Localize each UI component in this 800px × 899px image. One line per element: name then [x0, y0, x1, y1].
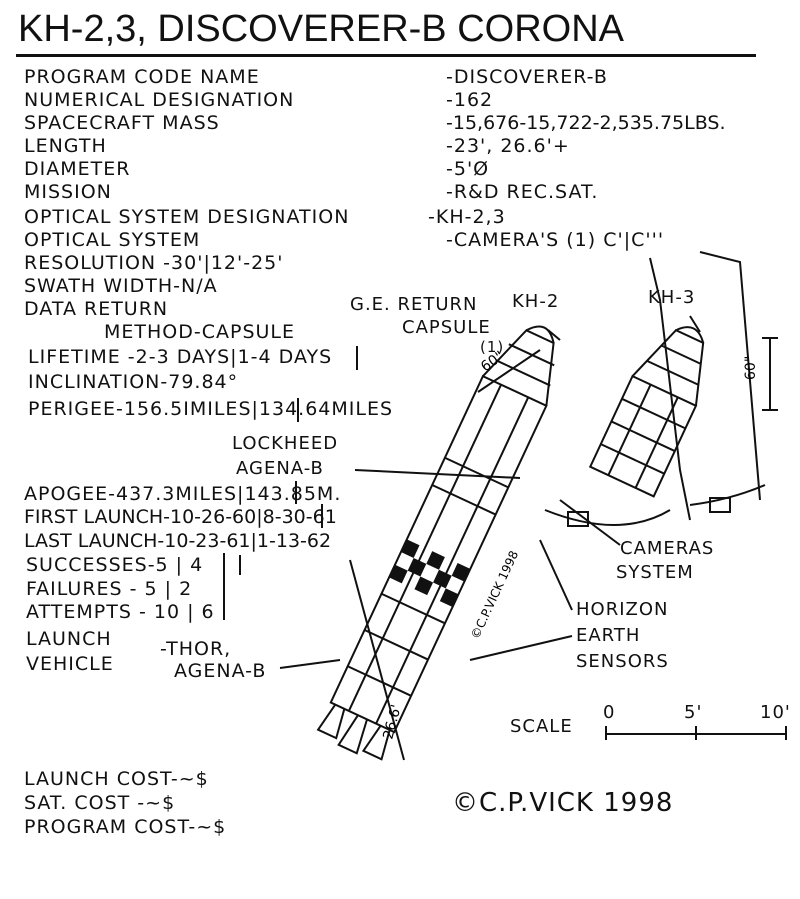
kh3-nose: [631, 329, 705, 406]
camera-c-prime: [567, 511, 589, 527]
title-underline: [16, 54, 756, 57]
spec-attempts: ATTEMPTS - 10 | 6: [26, 601, 215, 623]
label-ge-return-line1: G.E. RETURN: [350, 294, 478, 315]
scale-label: SCALE: [510, 716, 573, 737]
spec-data-return-line2: METHOD-CAPSULE: [104, 321, 296, 343]
spec-inclination: INCLINATION-79.84°: [28, 371, 239, 393]
engine-nozzle-right: [361, 725, 391, 761]
label-horizon: HORIZON: [576, 599, 669, 620]
dim-60-right: 60": [743, 356, 759, 380]
kh3-capsule-tip: [675, 326, 705, 344]
dim-60-left-line: [477, 349, 541, 393]
scale-tick-10: 10': [760, 702, 791, 723]
vehicle-fuselage: [329, 374, 548, 734]
spec-data-return-line1: DATA RETURN: [24, 298, 169, 320]
leader-launch-vehicle: [279, 659, 341, 669]
copyright: ©C.P.VICK 1998: [452, 788, 674, 818]
label-kh2: KH-2: [512, 291, 560, 312]
leader-optical-c-triple: [699, 251, 761, 501]
scale-tick-5: 5': [684, 702, 703, 723]
camera-arc-right: [689, 484, 766, 506]
leader-earth: [469, 635, 573, 661]
spec-value-mission: -R&D REC.SAT.: [446, 181, 599, 203]
label-sensors: SENSORS: [576, 651, 669, 672]
vehicle-stage-ring: [431, 484, 497, 516]
leader-agena: [354, 469, 521, 479]
spec-value-optical-system: -CAMERA'S (1) C'|C''': [446, 229, 665, 251]
scale-tick-0: 0: [603, 702, 616, 723]
vehicle-lower-ring: [364, 629, 429, 661]
page-title: KH-2,3, DISCOVERER-B CORONA: [18, 8, 624, 50]
spec-label-numerical-designation: NUMERICAL DESIGNATION: [24, 89, 295, 111]
spec-label-length: LENGTH: [24, 135, 107, 157]
spec-value-spacecraft-mass: -15,676-15,722-2,535.75LBS.: [446, 112, 726, 134]
spec-value-optical-system-designation: -KH-2,3: [428, 206, 506, 228]
leader-kh3: [689, 315, 701, 333]
label-ge-return-line2: CAPSULE: [402, 317, 491, 338]
kh3-capsule-assembly: [588, 326, 705, 498]
spec-value-program-code-name: -DISCOVERER-B: [446, 66, 608, 88]
leader-kh2: [547, 329, 561, 341]
spec-perigee: PERIGEE-156.5IMILES|134.64MILES: [28, 398, 394, 420]
spec-lifetime: LIFETIME -2-3 DAYS|1-4 DAYS: [28, 346, 333, 368]
spec-first-launch: FIRST LAUNCH-10-26-60|8-30-61: [24, 506, 337, 528]
dim-length: 26.6': [380, 703, 405, 741]
kh3-body: [588, 374, 698, 498]
spec-label-optical-system-designation: OPTICAL SYSTEM DESIGNATION: [24, 206, 350, 228]
vehicle-nose-tip: [525, 325, 555, 344]
engine-nozzle-center: [337, 714, 368, 755]
vehicle-centerline-right: [375, 396, 530, 725]
spec-value-numerical-designation: -162: [446, 89, 494, 111]
vehicle-band-line: [381, 592, 446, 625]
spec-launch-vehicle-line2: VEHICLE: [26, 653, 114, 675]
program-cost: PROGRAM COST-~$: [24, 816, 227, 838]
spec-label-program-code-name: PROGRAM CODE NAME: [24, 66, 260, 88]
spec-resolution: RESOLUTION -30'|12'-25': [24, 252, 284, 274]
spec-launch-vehicle-agena: AGENA-B: [174, 660, 267, 682]
spec-last-launch: LAST LAUNCH-10-23-61|1-13-62: [24, 530, 332, 552]
vehicle-aft-ring: [347, 665, 412, 697]
camera-c-triple-prime: [709, 497, 731, 513]
spec-launch-vehicle-thor: -THOR,: [160, 638, 232, 660]
label-lockheed: LOCKHEED: [232, 433, 339, 454]
vehicle-stage-seam: [444, 456, 509, 489]
spec-label-mission: MISSION: [24, 181, 112, 203]
spec-successes: SUCCESSES-5 | 4: [26, 554, 204, 576]
artist-stamp: ©C.P.VICK 1998: [468, 549, 521, 642]
launch-cost: LAUNCH COST-~$: [24, 768, 209, 790]
nose-ring: [495, 359, 551, 387]
label-kh3: KH-3: [648, 287, 696, 308]
engine-nozzle-left: [316, 704, 346, 740]
spec-swath-width: SWATH WIDTH-N/A: [24, 275, 218, 297]
spec-value-length: -23', 26.6'+: [446, 135, 570, 157]
spec-value-diameter: -5'Ø: [446, 158, 490, 180]
checker-band: [389, 539, 471, 607]
sat-cost: SAT. COST -~$: [24, 792, 176, 814]
vehicle-centerline-left: [347, 384, 502, 712]
vehicle-nose-cone: [482, 329, 555, 406]
leader-cameras: [559, 499, 621, 546]
spec-label-spacecraft-mass: SPACECRAFT MASS: [24, 112, 220, 134]
spec-apogee: APOGEE-437.3MILES|143.85M.: [24, 483, 342, 505]
launch-vehicle-body: [316, 325, 555, 761]
label-earth: EARTH: [576, 625, 641, 646]
spec-launch-vehicle-line1: LAUNCH: [26, 628, 112, 650]
label-ge-return-line3: (1): [480, 338, 505, 356]
leader-horizon: [539, 539, 573, 611]
spec-label-optical-system: OPTICAL SYSTEM: [24, 229, 201, 251]
label-system: SYSTEM: [616, 562, 694, 583]
label-agena: AGENA-B: [236, 458, 324, 479]
dim-length-line: [349, 559, 405, 761]
spec-failures: FAILURES - 5 | 2: [26, 578, 193, 600]
label-cameras: CAMERAS: [620, 538, 715, 559]
camera-arc-left: [544, 509, 671, 526]
spec-label-diameter: DIAMETER: [24, 158, 131, 180]
nose-ring-upper: [508, 343, 555, 367]
